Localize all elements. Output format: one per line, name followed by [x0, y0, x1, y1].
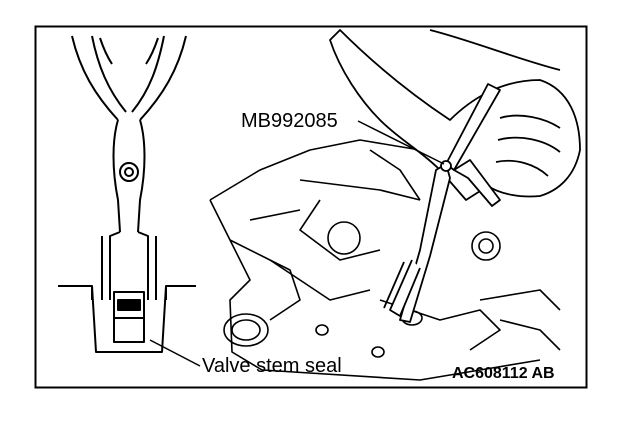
seal-leader	[149, 339, 201, 367]
figure-id: AC608112 AB	[452, 365, 555, 382]
cylinder-head	[209, 139, 561, 381]
hand	[329, 29, 581, 201]
seal-label: Valve stem seal	[202, 355, 342, 377]
figure-border	[34, 25, 588, 389]
tool-leader	[357, 120, 445, 165]
tool-label: MB992085	[241, 110, 338, 132]
pliers-closeup	[58, 35, 196, 353]
tool-pliers	[383, 83, 501, 323]
